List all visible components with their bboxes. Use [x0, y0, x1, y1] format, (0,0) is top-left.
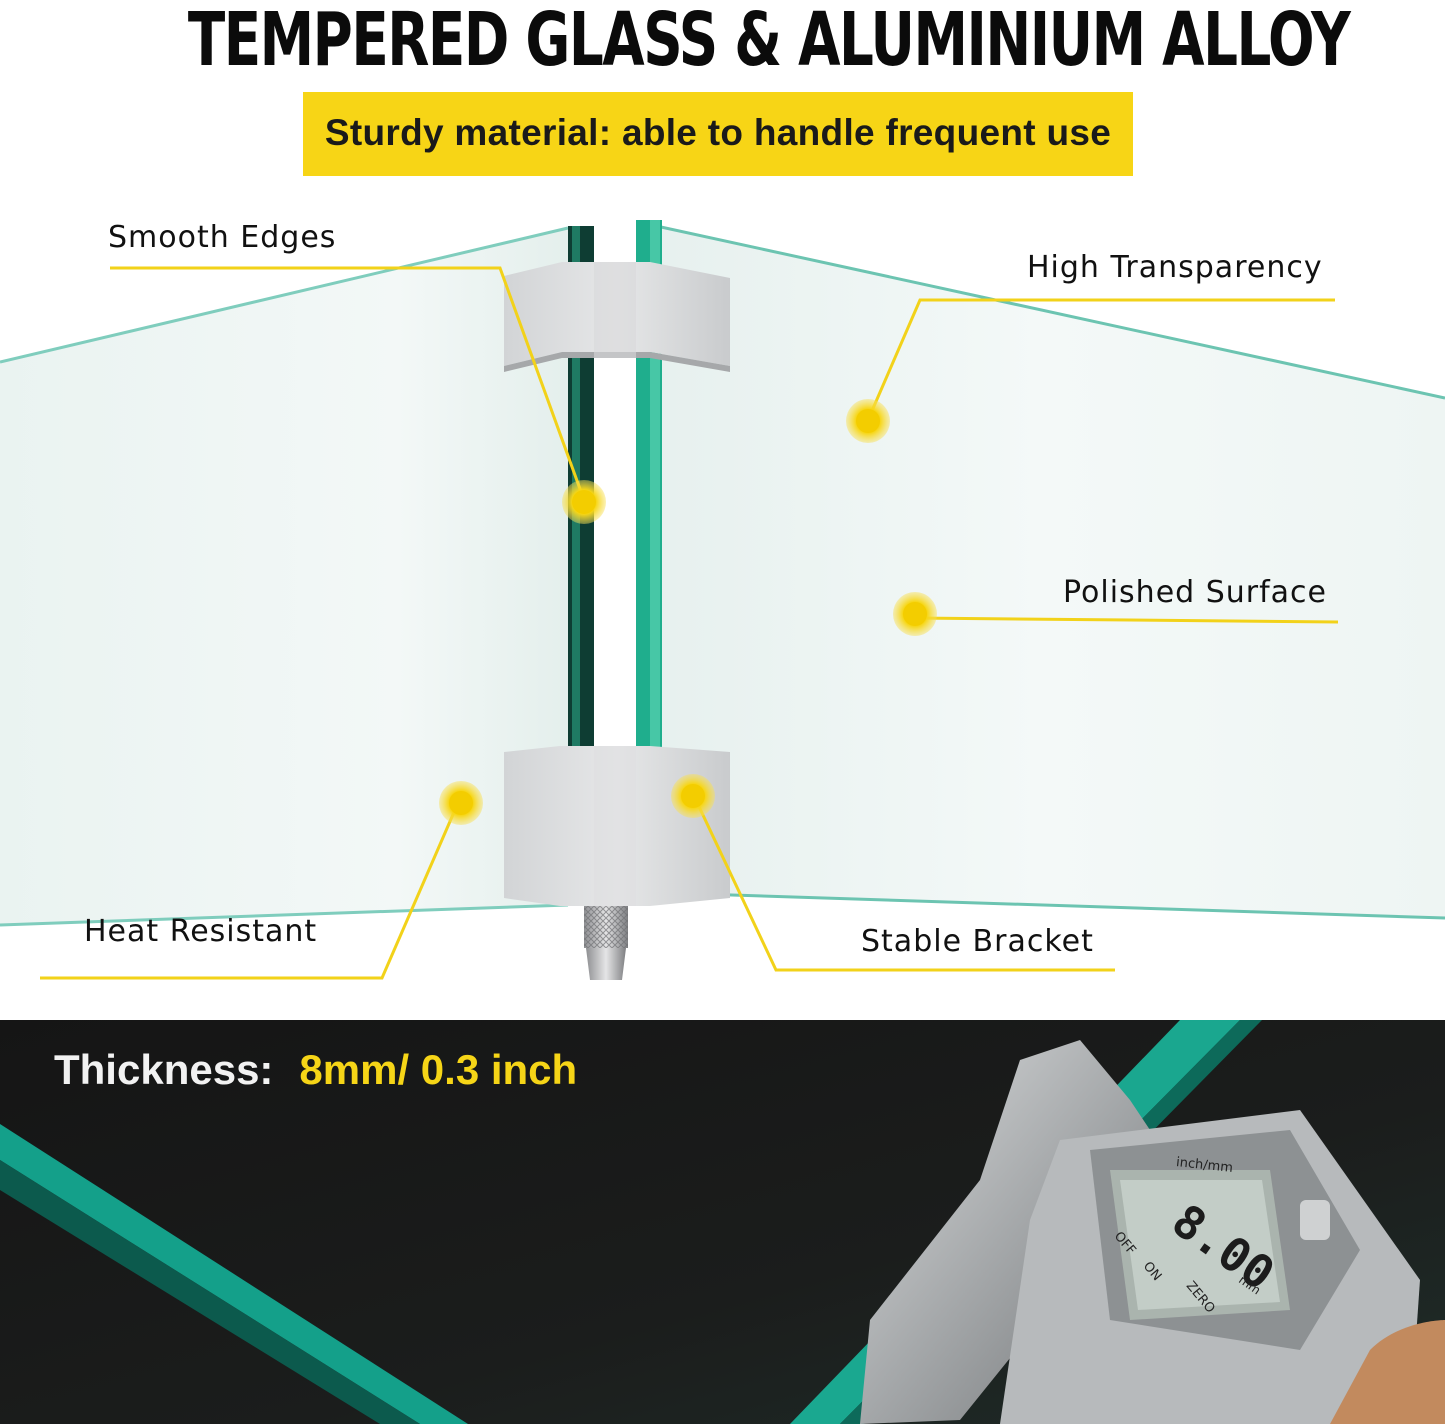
callout-dots — [439, 399, 937, 825]
feature-label-heat-resistant: Heat Resistant — [84, 914, 318, 949]
thickness-section: inch/mm OFF ON ZERO 8.00 mm — [0, 1020, 1445, 1424]
glass-scene-illustration — [0, 220, 1445, 980]
left-glass-pane — [0, 228, 568, 925]
smooth-edges-leader — [110, 266, 586, 501]
feature-label-stable-bracket: Stable Bracket — [861, 924, 1094, 959]
right-glass-pane — [638, 222, 1445, 918]
banner: Sturdy material: able to handle frequent… — [303, 92, 1133, 176]
thickness-value: 8mm/ 0.3 inch — [299, 1046, 578, 1093]
polished-surface-leader — [913, 616, 1339, 624]
caliper-illustration — [0, 1020, 1445, 1424]
thickness-label: Thickness: — [54, 1046, 274, 1093]
heat-resistant-leader — [40, 802, 460, 980]
stable-bracket-leader — [692, 795, 1115, 972]
thickness-spec: Thickness: 8mm/ 0.3 inch — [54, 1046, 577, 1094]
feature-label-high-transparency: High Transparency — [1027, 250, 1323, 285]
feature-label-polished-surface: Polished Surface — [1063, 575, 1328, 610]
page-title: TEMPERED GLASS & ALUMINIUM ALLOY — [187, 0, 1351, 83]
banner-text: Sturdy material: able to handle frequent… — [324, 112, 1112, 153]
feature-label-smooth-edges: Smooth Edges — [108, 220, 337, 255]
high-transparency-leader — [866, 298, 1335, 421]
